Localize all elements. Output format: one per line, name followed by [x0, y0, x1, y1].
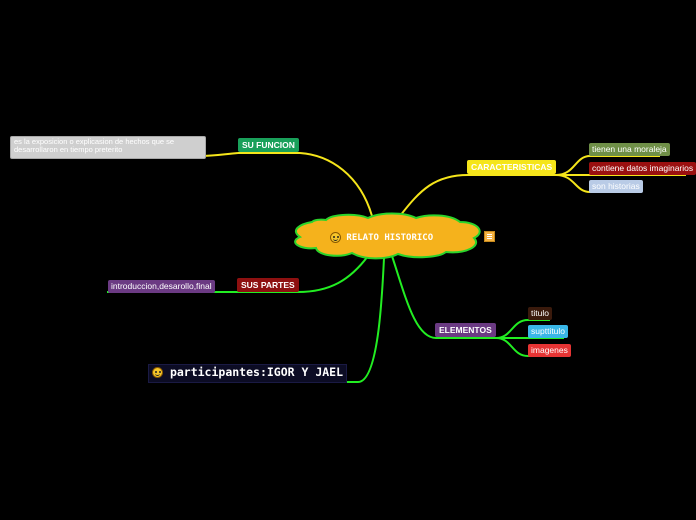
caracteristicas-item-moraleja[interactable]: tienen una moraleja [589, 143, 670, 156]
su-funcion-note[interactable]: es la exposicion o explicasion de hechos… [10, 136, 206, 159]
caracteristicas-item-label: contiene datos imaginarios [592, 163, 694, 173]
su-funcion-note-text: es la exposicion o explicasion de hechos… [14, 137, 175, 154]
sus-partes-item-label: introduccion,desarollo,final [111, 281, 212, 291]
caracteristicas-item-historias[interactable]: son historias [589, 180, 643, 193]
branch-su-funcion-label: SU FUNCION [242, 140, 295, 150]
caracteristicas-item-datos[interactable]: contiene datos imaginarios [589, 162, 696, 175]
elementos-item-label: supttitulo [531, 326, 566, 336]
central-topic-label: RELATO HISTORICO [346, 233, 434, 243]
elementos-item-label: titulo [531, 308, 549, 318]
elementos-item-label: imagenes [531, 345, 568, 355]
sus-partes-item[interactable]: introduccion,desarollo,final [108, 280, 215, 293]
branch-su-funcion[interactable]: SU FUNCION [238, 138, 299, 152]
branch-caracteristicas[interactable]: CARACTERISTICAS [467, 160, 557, 174]
branch-elementos-label: ELEMENTOS [439, 325, 492, 335]
caracteristicas-item-label: son historias [592, 181, 640, 191]
note-icon[interactable] [484, 231, 495, 242]
branch-sus-partes[interactable]: SUS PARTES [237, 278, 299, 292]
caracteristicas-item-label: tienen una moraleja [592, 144, 667, 154]
branch-caracteristicas-label: CARACTERISTICAS [471, 162, 553, 172]
branch-participantes-label: participantes:IGOR Y JAEL [169, 365, 344, 379]
branch-elementos[interactable]: ELEMENTOS [435, 323, 496, 337]
elementos-item-subtitulo[interactable]: supttitulo [528, 325, 569, 338]
smiley-icon [330, 232, 341, 243]
branch-sus-partes-label: SUS PARTES [241, 280, 295, 290]
central-topic[interactable]: RELATO HISTORICO [330, 232, 433, 243]
elementos-item-titulo[interactable]: titulo [528, 307, 552, 320]
smiley-icon [152, 367, 163, 378]
elementos-item-imagenes[interactable]: imagenes [528, 344, 571, 357]
branch-participantes[interactable]: participantes:IGOR Y JAEL [148, 364, 348, 383]
